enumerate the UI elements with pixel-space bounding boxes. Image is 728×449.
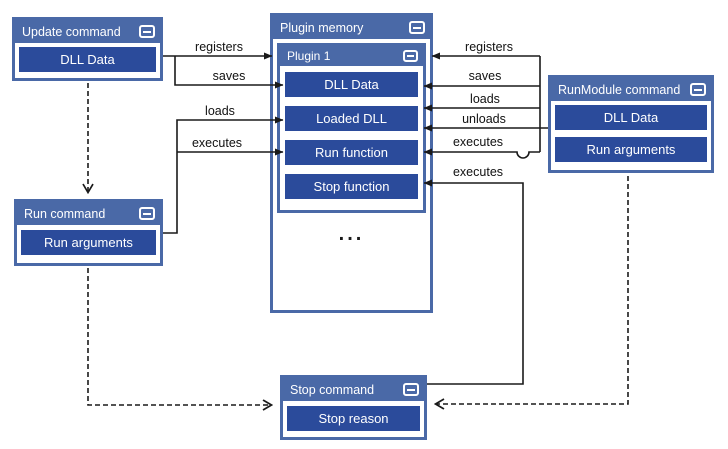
node-title: Update command — [22, 24, 121, 39]
node-runmodule-command[interactable]: RunModule command DLL Data Run arguments — [548, 75, 714, 173]
minimize-icon[interactable] — [409, 21, 425, 34]
node-titlebar: Plugin 1 — [280, 46, 423, 66]
edge-label-registers-left: registers — [195, 40, 243, 54]
edge-label-saves-left: saves — [212, 69, 246, 83]
edge-label-executes-run: executes — [452, 135, 504, 149]
node-titlebar: Stop command — [283, 378, 424, 401]
edge-executes-stop-right — [423, 179, 524, 385]
edge-label-loads-right: loads — [470, 92, 500, 106]
node-stop-command[interactable]: Stop command Stop reason — [280, 375, 427, 440]
node-update-command[interactable]: Update command DLL Data — [12, 17, 163, 81]
more-plugins-ellipsis: ... — [338, 223, 365, 245]
field-stop-function[interactable]: Stop function — [285, 174, 418, 199]
node-body: Stop reason — [283, 401, 424, 436]
field-dll-data[interactable]: DLL Data — [285, 72, 418, 97]
node-title: Plugin memory — [280, 20, 364, 35]
minimize-icon[interactable] — [403, 383, 419, 396]
field-run-arguments[interactable]: Run arguments — [555, 137, 707, 162]
field-stop-reason[interactable]: Stop reason — [287, 406, 420, 431]
node-body: DLL Data Loaded DLL Run function Stop fu… — [280, 66, 423, 205]
node-titlebar: RunModule command — [551, 78, 711, 101]
edge-executes-run-right — [423, 148, 540, 159]
minimize-icon[interactable] — [403, 50, 418, 62]
node-body: DLL Data Run arguments — [551, 101, 711, 166]
node-body: Plugin 1 DLL Data Loaded DLL Run functio… — [273, 39, 430, 245]
node-title: Stop command — [290, 382, 375, 397]
node-body: Run arguments — [17, 225, 160, 260]
node-body: DLL Data — [15, 43, 160, 76]
field-loaded-dll[interactable]: Loaded DLL — [285, 106, 418, 131]
node-titlebar: Run command — [17, 202, 160, 225]
edge-run-to-stop-dashed — [87, 268, 271, 405]
node-run-command[interactable]: Run command Run arguments — [14, 199, 163, 266]
node-title: RunModule command — [558, 82, 681, 97]
node-plugin-memory[interactable]: Plugin memory Plugin 1 DLL Data Loaded D… — [270, 13, 433, 313]
node-titlebar: Plugin memory — [273, 16, 430, 39]
edge-runmodule-to-stop-dashed — [436, 176, 629, 404]
node-title: Run command — [24, 206, 106, 221]
edge-label-saves-right: saves — [468, 69, 502, 83]
node-title: Plugin 1 — [287, 49, 331, 63]
field-run-arguments[interactable]: Run arguments — [21, 230, 156, 255]
minimize-icon[interactable] — [139, 207, 155, 220]
minimize-icon[interactable] — [690, 83, 706, 96]
field-dll-data[interactable]: DLL Data — [555, 105, 707, 130]
field-run-function[interactable]: Run function — [285, 140, 418, 165]
edge-label-unloads-right: unloads — [462, 112, 506, 126]
edge-label-executes-stop: executes — [452, 165, 504, 179]
node-titlebar: Update command — [15, 20, 160, 43]
edge-label-loads-left: loads — [205, 104, 235, 118]
field-dll-data[interactable]: DLL Data — [19, 47, 156, 72]
minimize-icon[interactable] — [139, 25, 155, 38]
edge-label-registers-right: registers — [465, 40, 513, 54]
node-plugin-1[interactable]: Plugin 1 DLL Data Loaded DLL Run functio… — [277, 43, 426, 213]
edge-label-executes-left: executes — [191, 136, 243, 150]
